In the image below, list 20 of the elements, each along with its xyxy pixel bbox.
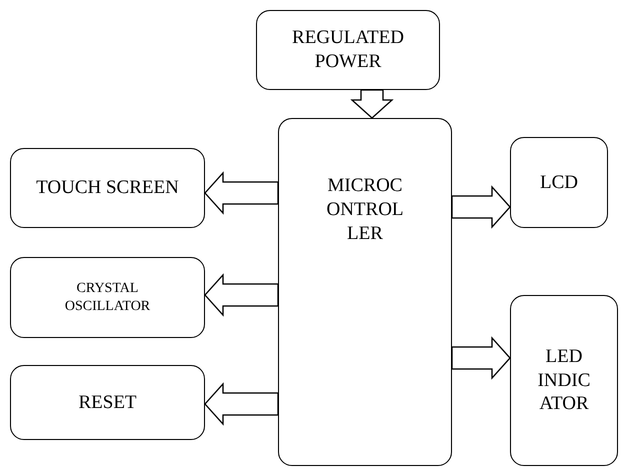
- block-box: [510, 137, 608, 228]
- block-arrow: [451, 185, 511, 229]
- block-label: LCD: [539, 170, 579, 194]
- block-arrow: [350, 89, 394, 119]
- block-label: REGULATED POWER: [291, 26, 405, 74]
- block-arrow: [204, 273, 279, 317]
- block-arrow: [451, 336, 511, 380]
- block-label: MICROC ONTROL LER: [326, 174, 404, 246]
- block-label: TOUCH SCREEN: [35, 176, 180, 200]
- block-box: [10, 257, 205, 338]
- block-label: RESET: [77, 390, 138, 414]
- block-label: CRYSTAL OSCILLATOR: [64, 280, 152, 315]
- block-label: LED INDIC ATOR: [536, 344, 592, 416]
- block-box: [10, 365, 205, 440]
- block-arrow: [204, 382, 279, 426]
- block-box: [10, 148, 205, 228]
- block-arrow: [204, 171, 279, 215]
- block-box: [256, 10, 440, 90]
- block-box: [510, 295, 618, 466]
- block-box: [278, 118, 452, 466]
